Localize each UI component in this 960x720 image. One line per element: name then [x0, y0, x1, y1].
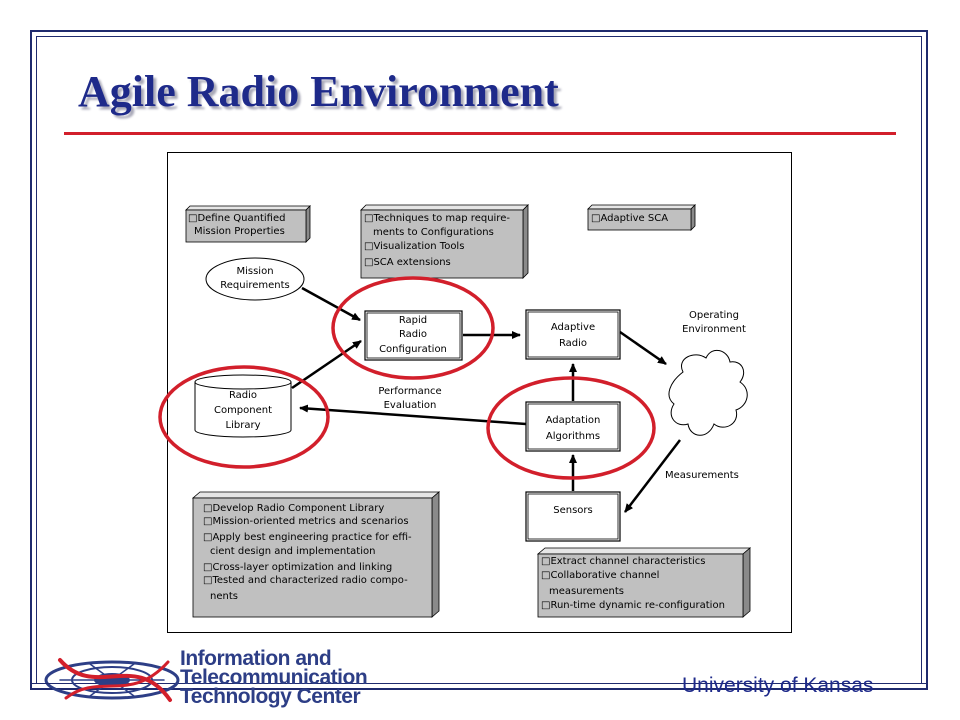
note-develop-line: cient design and implementation [210, 546, 375, 557]
note-develop-line: nents [210, 591, 238, 602]
node-mission-requirements: Mission Requirements [205, 257, 305, 301]
footer-rule [352, 683, 674, 690]
logo-text-line: Technology Center [180, 685, 361, 708]
svg-text:Adaptation: Adaptation [546, 415, 601, 426]
note-techniques: □Techniques to map require- ments to Con… [360, 204, 529, 279]
svg-text:Requirements: Requirements [220, 280, 290, 291]
edge-adaptive-to-environment [619, 330, 667, 366]
note-techniques-line: □Techniques to map require- [364, 213, 510, 224]
node-adaptation-algorithms: Adaptation Algorithms [525, 401, 621, 452]
svg-text:Radio: Radio [399, 329, 427, 340]
note-techniques-line: ments to Configurations [373, 227, 494, 238]
logo-text-line: Telecommunication [180, 666, 368, 689]
note-mission-properties-line: Mission Properties [194, 226, 285, 237]
node-rapid-radio-configuration: Rapid Radio Configuration [364, 310, 463, 361]
note-develop-line: □Mission-oriented metrics and scenarios [203, 516, 409, 527]
svg-text:Adaptive: Adaptive [551, 322, 595, 333]
note-techniques-line: □Visualization Tools [364, 241, 464, 252]
highlight-circles [158, 276, 656, 480]
note-extract-line: measurements [549, 586, 624, 597]
svg-text:Mission: Mission [236, 266, 273, 277]
note-extract-line: □Extract channel characteristics [541, 556, 705, 567]
note-extract-channel: □Extract channel characteristics □Collab… [536, 547, 752, 618]
highlight-adaptation-algorithms [486, 376, 656, 480]
svg-text:Sensors: Sensors [553, 505, 593, 516]
note-mission-properties-line: □Define Quantified [188, 213, 285, 224]
footer-rule-left [32, 683, 52, 690]
highlight-rapid-configuration [331, 276, 495, 380]
note-develop-line: □Apply best engineering practice for eff… [203, 532, 412, 543]
title-underline [64, 132, 896, 135]
svg-text:Configuration: Configuration [379, 344, 447, 355]
node-adaptive-radio: Adaptive Radio [525, 309, 621, 360]
highlight-component-library [158, 365, 330, 469]
label-performance-evaluation: Performance Evaluation [378, 386, 441, 411]
note-adaptive-sca-line: □Adaptive SCA [591, 213, 668, 224]
note-extract-line: □Collaborative channel [541, 570, 659, 581]
node-radio-component-library: Radio Component Library [194, 374, 292, 438]
diagram-edges [291, 286, 681, 513]
note-extract-line: □Run-time dynamic re-configuration [541, 600, 725, 611]
svg-text:Evaluation: Evaluation [384, 400, 437, 411]
slide-title: Agile Radio Environment [78, 67, 559, 116]
edge-mission-to-rapid [301, 286, 361, 322]
node-operating-environment: Operating Environment [668, 310, 748, 436]
note-develop-library: □Develop Radio Component Library □Missio… [191, 491, 441, 618]
note-mission-properties: □Define Quantified Mission Properties [185, 205, 311, 243]
note-techniques-line: □SCA extensions [364, 257, 451, 268]
note-develop-line: □Tested and characterized radio compo- [203, 575, 408, 586]
university-name: University of Kansas [682, 674, 874, 697]
svg-text:Operating: Operating [689, 310, 739, 321]
node-sensors: Sensors [525, 491, 621, 542]
svg-text:Component: Component [214, 405, 272, 416]
edge-environment-to-sensors [624, 439, 681, 513]
itc-logo-graphic [44, 658, 180, 702]
note-develop-line: □Develop Radio Component Library [203, 503, 384, 514]
note-develop-line: □Cross-layer optimization and linking [203, 562, 392, 573]
label-measurements: Measurements [665, 470, 739, 481]
svg-text:Library: Library [226, 420, 261, 431]
svg-text:Radio: Radio [559, 338, 587, 349]
footer-rule-right [904, 683, 926, 690]
svg-text:Rapid: Rapid [399, 315, 427, 326]
logo-text-line: Information and [180, 647, 332, 670]
note-adaptive-sca: □Adaptive SCA [587, 204, 696, 231]
svg-text:Radio: Radio [229, 390, 257, 401]
svg-text:Performance: Performance [378, 386, 441, 397]
svg-text:Algorithms: Algorithms [546, 431, 600, 442]
svg-text:Environment: Environment [682, 324, 746, 335]
